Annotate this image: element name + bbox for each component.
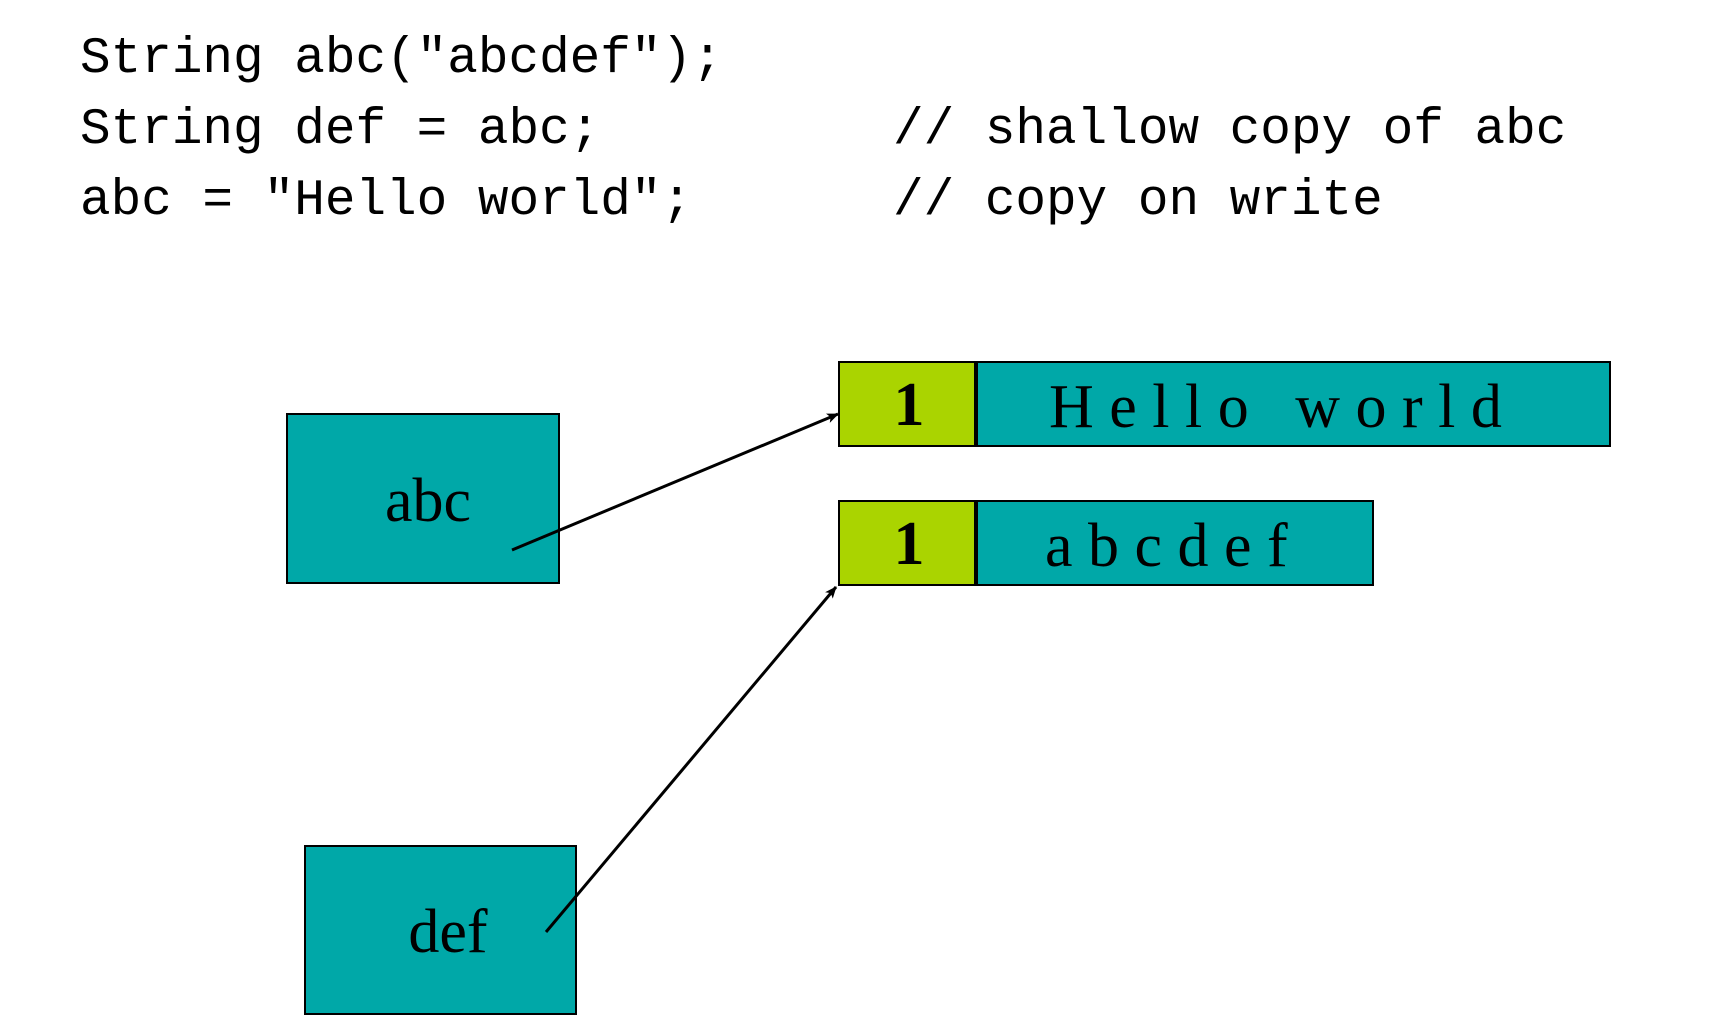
code-line-1: String abc("abcdef"); [80,24,723,95]
variable-def-box [304,845,577,1015]
code-statement: String abc("abcdef"); [80,31,723,88]
string-object-abcdef: 1 a b c d e f [838,500,1374,586]
code-line-3: abc = "Hello world"; // copy on write [80,166,1383,237]
pointer-arrow-def [544,586,838,933]
ref-count-label: 1 [894,371,925,439]
string-data-label: a b c d e f [1045,512,1288,580]
code-statement: abc = "Hello world"; [80,173,693,230]
code-comment: // shallow copy of abc [893,102,1567,159]
string-object-hello-world: 1 H e l l o w o r l d [838,361,1611,447]
pointer-arrow-abc [511,412,839,552]
string-data-box [976,500,1374,586]
code-statement: String def = abc; [80,102,601,159]
code-line-2: String def = abc; // shallow copy of abc [80,95,1566,166]
variable-abc: abc [286,413,560,584]
string-data-label: H e l l o w o r l d [1049,373,1502,441]
ref-count-label: 1 [894,510,925,578]
string-data-box [976,361,1611,447]
code-block: String abc("abcdef"); String def = abc; … [80,24,1566,237]
variable-abc-box [286,413,560,584]
ref-count-box [838,361,976,447]
variable-def-label: def [408,898,488,966]
variable-def: def [304,845,577,1015]
variable-abc-label: abc [385,467,471,535]
code-comment: // copy on write [893,173,1383,230]
ref-count-box [838,500,976,586]
